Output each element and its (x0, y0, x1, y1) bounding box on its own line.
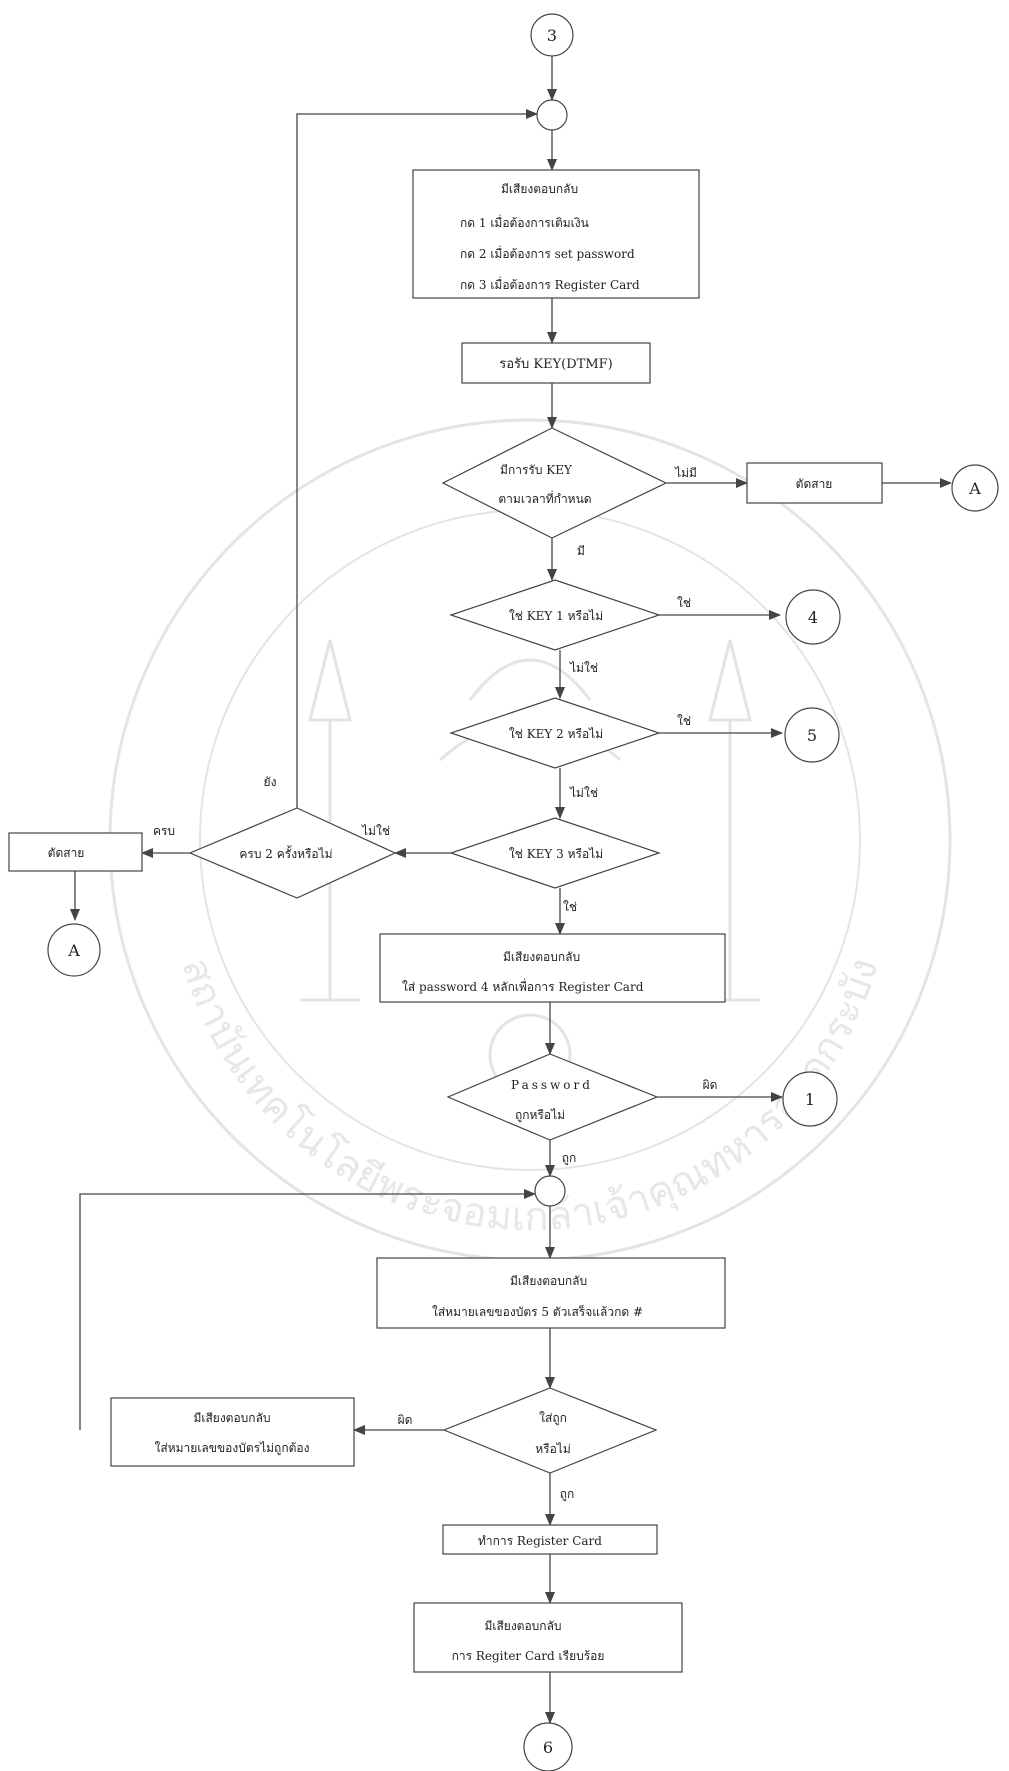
hangup-right-label: ตัดสาย (796, 477, 833, 491)
card-error-box: มีเสียงตอบกลับ ใส่หมายเลขของบัตรไม่ถูกต้… (110, 1397, 355, 1467)
key3-text: ใช่ KEY 3 หรือไม่ (509, 847, 603, 861)
password-check-line1: Password (511, 1078, 593, 1092)
connector-1: 1 (782, 1071, 838, 1127)
wait-key-box: รอรับ KEY(DTMF) (461, 342, 651, 384)
register-action-box: ทำการ Register Card (442, 1524, 658, 1555)
key3-decision: ใช่ KEY 3 หรือไม่ ใช่ ไม่ใช่ (361, 817, 661, 914)
connector-a-left-label: A (67, 941, 80, 960)
register-done-title: มีเสียงตอบกลับ (484, 1619, 561, 1633)
key2-no-label: ไม่ใช่ (569, 786, 598, 800)
key-received-line1: มีการรับ KEY (500, 463, 573, 477)
menu-prompt-line3: กด 3 เมื่อต้องการ Register Card (460, 276, 640, 292)
connector-1-label: 1 (805, 1090, 815, 1109)
hangup-right-box: ตัดสาย (746, 462, 883, 504)
retry-decision: ครบ 2 ครั้งหรือไม่ ยัง ครบ (153, 775, 397, 899)
card-prompt-title: มีเสียงตอบกลับ (510, 1274, 587, 1288)
retry-text: ครบ 2 ครั้งหรือไม่ (239, 845, 332, 861)
password-wrong-label: ผิด (703, 1078, 718, 1092)
menu-prompt-line1: กด 1 เมื่อต้องการเติมเงิน (460, 214, 589, 230)
card-check-line1: ใส่ถูก (539, 1411, 567, 1426)
key1-text: ใช่ KEY 1 หรือไม่ (509, 609, 603, 623)
key-received-yes-label: มี (577, 544, 585, 558)
key2-text: ใช่ KEY 2 หรือไม่ (509, 727, 603, 741)
key1-decision: ใช่ KEY 1 หรือไม่ ใช่ ไม่ใช่ (449, 579, 691, 675)
register-done-box: มีเสียงตอบกลับ การ Regiter Card เรียบร้อ… (413, 1602, 683, 1673)
card-prompt-box: มีเสียงตอบกลับ ใส่หมายเลขของบัตร 5 ตัวเส… (376, 1257, 726, 1329)
key3-yes-label: ใช่ (563, 900, 577, 914)
connector-end: 6 (523, 1722, 573, 1771)
retry-done-label: ครบ (153, 824, 175, 838)
connector-4-label: 4 (808, 608, 818, 627)
hangup-left-label: ตัดสาย (48, 846, 85, 860)
menu-prompt-line2: กด 2 เมื่อต้องการ set password (460, 245, 635, 261)
register-action-label: ทำการ Register Card (478, 1534, 602, 1548)
password-check-line2: ถูกหรือไม่ (515, 1108, 565, 1123)
key1-yes-label: ใช่ (677, 596, 691, 610)
connector-5: 5 (784, 707, 840, 763)
register-done-line1: การ Regiter Card เรียบร้อย (452, 1649, 605, 1663)
key-received-line2: ตามเวลาที่กำหนด (498, 490, 591, 506)
key-received-decision: มีการรับ KEY ตามเวลาที่กำหนด ไม่มี มี (441, 427, 697, 558)
junction-bottom (534, 1175, 566, 1207)
connector-4: 4 (785, 589, 841, 645)
flow-lines (70, 55, 952, 1724)
connector-5-label: 5 (807, 726, 817, 745)
key2-decision: ใช่ KEY 2 หรือไม่ ใช่ ไม่ใช่ (449, 697, 691, 800)
password-check-decision: Password ถูกหรือไม่ ผิด ถูก (446, 1053, 718, 1166)
key3-no-label: ไม่ใช่ (361, 824, 390, 838)
menu-prompt-title: มีเสียงตอบกลับ (501, 182, 578, 196)
card-prompt-line1: ใส่หมายเลขของบัตร 5 ตัวเสร็จแล้วกด # (432, 1304, 643, 1319)
key1-no-label: ไม่ใช่ (569, 661, 598, 675)
junction-top (536, 99, 568, 131)
arrow-retry-loop (296, 109, 538, 808)
connector-a-right: A (951, 464, 999, 512)
card-check-line2: หรือไม่ (535, 1442, 571, 1456)
arrow-card-retry-loop (79, 1189, 536, 1430)
card-error-title: มีเสียงตอบกลับ (193, 1411, 270, 1425)
password-correct-label: ถูก (562, 1151, 577, 1166)
retry-not-yet-label: ยัง (264, 775, 277, 789)
card-error-line1: ใส่หมายเลขของบัตรไม่ถูกต้อง (155, 1441, 310, 1456)
connector-a-right-label: A (968, 479, 981, 498)
key2-yes-label: ใช่ (677, 714, 691, 728)
key-received-no-label: ไม่มี (674, 466, 697, 480)
card-check-decision: ใส่ถูก หรือไม่ ผิด ถูก (398, 1387, 658, 1502)
card-correct-label: ถูก (560, 1487, 575, 1502)
password-prompt-line1: ใส่ password 4 หลักเพื่อการ Register Car… (402, 978, 644, 994)
connector-start-label: 3 (547, 26, 557, 45)
menu-prompt-box: มีเสียงตอบกลับ กด 1 เมื่อต้องการเติมเงิน… (412, 169, 700, 299)
wait-key-label: รอรับ KEY(DTMF) (499, 357, 613, 372)
password-prompt-title: มีเสียงตอบกลับ (503, 950, 580, 964)
connector-a-left: A (47, 923, 101, 977)
card-wrong-label: ผิด (398, 1413, 413, 1427)
password-prompt-box: มีเสียงตอบกลับ ใส่ password 4 หลักเพื่อก… (379, 933, 726, 1003)
connector-end-label: 6 (543, 1738, 553, 1757)
connector-start: 3 (530, 13, 574, 57)
hangup-left-box: ตัดสาย (8, 832, 143, 872)
